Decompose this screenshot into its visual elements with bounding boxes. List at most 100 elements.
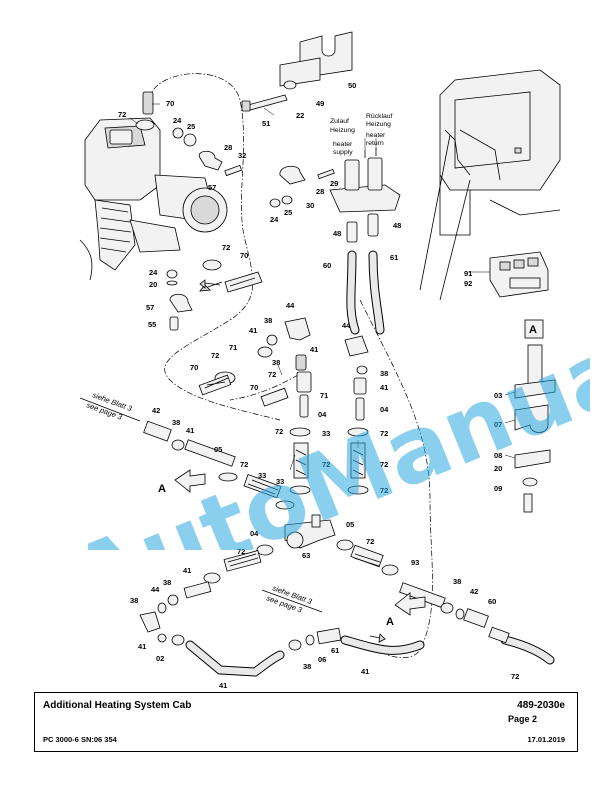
part-label: 24 <box>149 268 158 277</box>
part-label: 70 <box>166 99 174 108</box>
middle-fittings <box>198 317 369 495</box>
part-label: 72 <box>511 672 519 681</box>
part-label: 57 <box>208 183 216 192</box>
part-label: 61 <box>390 253 398 262</box>
part-label: 72 <box>380 429 388 438</box>
part-label: 05 <box>346 520 354 529</box>
part-label: 20 <box>149 280 157 289</box>
part-label: 60 <box>488 597 496 606</box>
switch-panel <box>489 251 549 298</box>
heater-unit <box>79 117 228 281</box>
part-label: 72 <box>118 110 126 119</box>
zulauf-text: Zulauf <box>330 118 349 125</box>
part-label: 49 <box>316 99 324 108</box>
heizung-text-2: Heizung <box>366 121 391 128</box>
part-label: 72 <box>366 537 374 546</box>
part-label: 33 <box>276 477 284 486</box>
part-label: 33 <box>322 429 330 438</box>
part-label: 70 <box>240 251 248 260</box>
page-number: Page 2 <box>507 714 537 724</box>
part-label: 38 <box>163 578 171 587</box>
part-label: 30 <box>306 201 314 210</box>
part-label: 50 <box>348 81 356 90</box>
heater-supply-text-2: supply <box>333 149 353 156</box>
document-date: 17.01.2019 <box>527 735 565 744</box>
view-a-left: A <box>158 483 166 495</box>
view-a-bottom: A <box>386 616 394 628</box>
part-label: 32 <box>238 151 246 160</box>
part-label: 93 <box>411 558 419 567</box>
part-label: 29 <box>330 179 338 188</box>
title-block: Additional Heating System Cab 489-2030e … <box>34 692 578 752</box>
bracket-view-a <box>514 319 556 513</box>
part-label: 44 <box>342 321 351 330</box>
part-label: 06 <box>318 655 326 664</box>
part-label: 70 <box>250 383 258 392</box>
part-label: 63 <box>302 551 310 560</box>
part-label: 72 <box>268 370 276 379</box>
left-pipe-branch <box>143 420 295 510</box>
part-label: 02 <box>156 654 164 663</box>
part-label: 03 <box>494 391 502 400</box>
part-label: 38 <box>172 418 180 427</box>
part-label: 28 <box>316 187 324 196</box>
part-label: 72 <box>222 243 230 252</box>
diagram-title: Additional Heating System Cab <box>43 700 192 711</box>
part-label: 71 <box>229 343 237 352</box>
part-label: 24 <box>173 116 182 125</box>
part-label: 42 <box>152 406 160 415</box>
heizung-text: Heizung <box>330 127 355 134</box>
lower-left-branch <box>139 544 342 677</box>
part-label: 44 <box>286 301 295 310</box>
part-label: 41 <box>219 681 227 690</box>
supply-return-block <box>269 138 401 335</box>
part-label: 61 <box>331 646 339 655</box>
part-label: 41 <box>310 345 318 354</box>
part-label: 41 <box>183 566 191 575</box>
part-label: 38 <box>130 596 138 605</box>
view-a-box: A <box>529 324 537 336</box>
part-label: 57 <box>146 303 154 312</box>
t-piece <box>284 514 336 549</box>
heater-return-text-2: return <box>366 140 384 147</box>
part-label: 41 <box>186 426 194 435</box>
part-label: 92 <box>464 279 472 288</box>
part-label: 20 <box>494 464 502 473</box>
part-label: 55 <box>148 320 156 329</box>
part-label: 48 <box>333 229 341 238</box>
part-label: 72 <box>380 460 388 469</box>
lower-right-branch <box>336 539 555 665</box>
part-label: 07 <box>494 420 502 429</box>
heater-fittings <box>135 91 263 331</box>
cab-outline <box>419 69 561 301</box>
part-label: 72 <box>275 427 283 436</box>
part-label: 24 <box>270 215 279 224</box>
part-label: 51 <box>262 119 270 128</box>
part-label: 38 <box>264 316 272 325</box>
part-label: 08 <box>494 451 502 460</box>
part-label: 42 <box>470 587 478 596</box>
part-label: 41 <box>380 383 388 392</box>
part-label: 41 <box>249 326 257 335</box>
leader-lines <box>129 103 516 459</box>
part-label: 72 <box>380 486 388 495</box>
part-label: 04 <box>318 410 327 419</box>
part-labels: 70 72 24 25 28 32 57 24 20 57 55 72 70 5… <box>118 81 519 690</box>
part-label: 71 <box>320 391 328 400</box>
part-label: 72 <box>322 460 330 469</box>
part-label: 72 <box>240 460 248 469</box>
part-label: 60 <box>323 261 331 270</box>
part-label: 04 <box>250 529 259 538</box>
model-serial: PC 3000-6 SN:06 354 <box>43 735 117 744</box>
dashed-loop-mid <box>229 374 299 401</box>
part-label: 05 <box>214 445 222 454</box>
part-label: 91 <box>464 269 472 278</box>
part-label: 48 <box>393 221 401 230</box>
part-label: 38 <box>453 577 461 586</box>
heater-return-text-1: heater <box>366 132 386 139</box>
dashed-loop-right <box>359 299 433 658</box>
exploded-parts-diagram: 70 72 24 25 28 32 57 24 20 57 55 72 70 5… <box>79 31 561 690</box>
part-label: 38 <box>272 358 280 367</box>
part-label: 41 <box>138 642 146 651</box>
part-label: 28 <box>224 143 232 152</box>
